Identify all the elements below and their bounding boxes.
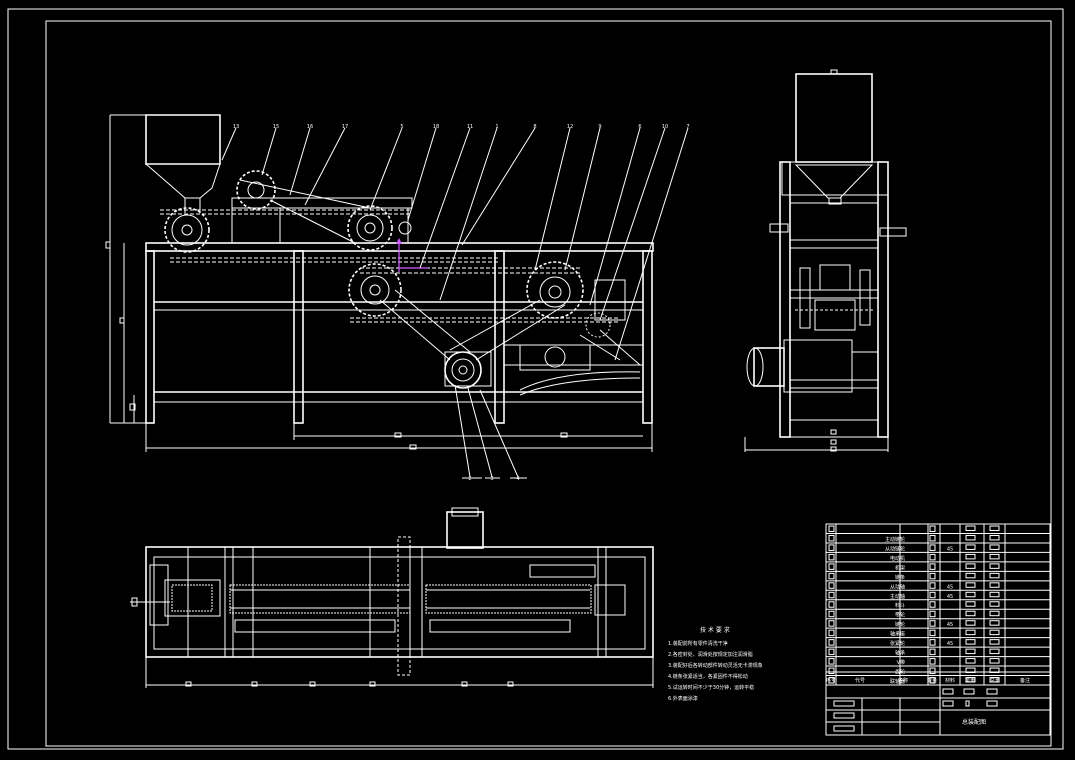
bom-part-name: 轴承 bbox=[895, 650, 905, 657]
bom-part-name: 电动机 bbox=[890, 555, 905, 562]
bom-row: 链轮 45 bbox=[826, 618, 1050, 629]
balloon-number: 17 bbox=[342, 124, 348, 130]
bom-row: 电动机 bbox=[826, 551, 1050, 562]
bom-row: 从动链轮 45 bbox=[826, 542, 1050, 553]
balloon-number: 15 bbox=[273, 124, 279, 130]
bom-row: 链条 bbox=[826, 570, 1050, 581]
bom-part-name: 主动链轮 bbox=[885, 536, 905, 543]
balloon-number: 12 bbox=[567, 124, 573, 130]
balloon-number: 5 bbox=[400, 124, 403, 130]
bom-row: 带轮 bbox=[826, 608, 1050, 619]
bom-row: 机架 bbox=[826, 561, 1050, 572]
balloon-number: 13 bbox=[233, 124, 239, 130]
bom-material: 45 bbox=[947, 584, 953, 590]
technical-requirements: 技 术 要 求 1.装配前所有零件清洗干净 2.各密封处、润滑处按规定加注润滑脂 3… bbox=[668, 626, 763, 702]
bom-header-cell: 备注 bbox=[1020, 677, 1030, 684]
bom-row: 主动链轮 bbox=[826, 532, 1050, 543]
tech-req-title: 技 术 要 求 bbox=[700, 626, 730, 634]
bom-part-name: 张紧轮 bbox=[890, 640, 905, 647]
tech-req-line: 1.装配前所有零件清洗干净 bbox=[668, 640, 728, 647]
balloon-number: 8 bbox=[533, 124, 536, 130]
bom-part-name: 从动链轮 bbox=[885, 545, 905, 552]
bom-row: V带 bbox=[826, 656, 1050, 667]
bom-material: 45 bbox=[947, 594, 953, 600]
bom-material: 45 bbox=[947, 622, 953, 628]
front-elevation-view bbox=[105, 114, 689, 479]
plan-view bbox=[130, 507, 654, 688]
balloon-number: 16 bbox=[307, 124, 313, 130]
bom-row: 张紧轮 45 bbox=[826, 637, 1050, 648]
balloon-number: 10 bbox=[662, 124, 668, 130]
bom-header-cell: 单重 bbox=[965, 677, 975, 684]
inner-border bbox=[45, 20, 1052, 747]
bom-row: 齿轮 bbox=[826, 665, 1050, 676]
balloon-number: 2 bbox=[468, 476, 471, 482]
balloon-number: 7 bbox=[686, 124, 689, 130]
bom-part-name: 带轮 bbox=[895, 612, 905, 619]
bom-part-name: 料斗 bbox=[895, 602, 905, 609]
bom-row: 轴承座 bbox=[826, 627, 1050, 638]
bom-part-name: 联轴器 bbox=[890, 678, 905, 685]
balloon-labels-bottom: 2 3 4 bbox=[468, 476, 519, 482]
bom-part-name: 机架 bbox=[895, 564, 905, 571]
bom-row: 主动轴 45 bbox=[826, 589, 1050, 600]
bom-header-cell: 代号 bbox=[855, 677, 865, 684]
side-elevation-view bbox=[744, 69, 907, 452]
bom-part-name: 链条 bbox=[895, 574, 905, 581]
balloon-number: 4 bbox=[516, 476, 519, 482]
balloon-number: 9 bbox=[598, 124, 601, 130]
balloon-number: 6 bbox=[638, 124, 641, 130]
balloon-number: 3 bbox=[490, 476, 493, 482]
tech-req-line: 2.各密封处、润滑处按规定加注润滑脂 bbox=[668, 651, 753, 658]
bom-material: 45 bbox=[947, 546, 953, 552]
drawing-title: 总装配图 bbox=[962, 718, 986, 726]
balloon-number: 1 bbox=[495, 124, 498, 130]
bom-row: 轴承 bbox=[826, 646, 1050, 657]
tech-req-line: 3.装配好后各转动部件转动灵活无卡滞现象 bbox=[668, 662, 763, 669]
bom-row: 联轴器 bbox=[826, 675, 1050, 685]
bom-row: 料斗 bbox=[826, 599, 1050, 610]
tech-req-line: 5.试运转时间不少于30分钟，运转平稳 bbox=[668, 684, 754, 691]
bom-part-name: V带 bbox=[897, 660, 905, 666]
bom-header-cell: 数量 bbox=[927, 677, 937, 684]
bom-part-name: 链轮 bbox=[895, 621, 905, 628]
balloon-number: 11 bbox=[467, 124, 473, 130]
tech-req-line: 6.外表面涂漆 bbox=[668, 695, 698, 702]
bom-material: 45 bbox=[947, 641, 953, 647]
bom-header-cell: 序号 bbox=[826, 677, 836, 684]
bom-header-cell: 材料 bbox=[945, 677, 955, 684]
outer-border bbox=[7, 8, 1064, 750]
balloon-number: 18 bbox=[433, 124, 439, 130]
bom-part-name: 主动轴 bbox=[890, 593, 905, 600]
bom-header-cell: 总重 bbox=[990, 677, 1000, 684]
tech-req-line: 4.链条张紧适当，各紧固件不得松动 bbox=[668, 673, 748, 680]
bom-row: 从动轴 45 bbox=[826, 580, 1050, 591]
bom-header-cell: 名称 bbox=[898, 677, 908, 684]
bom-part-name: 轴承座 bbox=[890, 631, 905, 638]
bom-row bbox=[826, 523, 1050, 534]
bom-part-name: 从动轴 bbox=[890, 583, 905, 590]
